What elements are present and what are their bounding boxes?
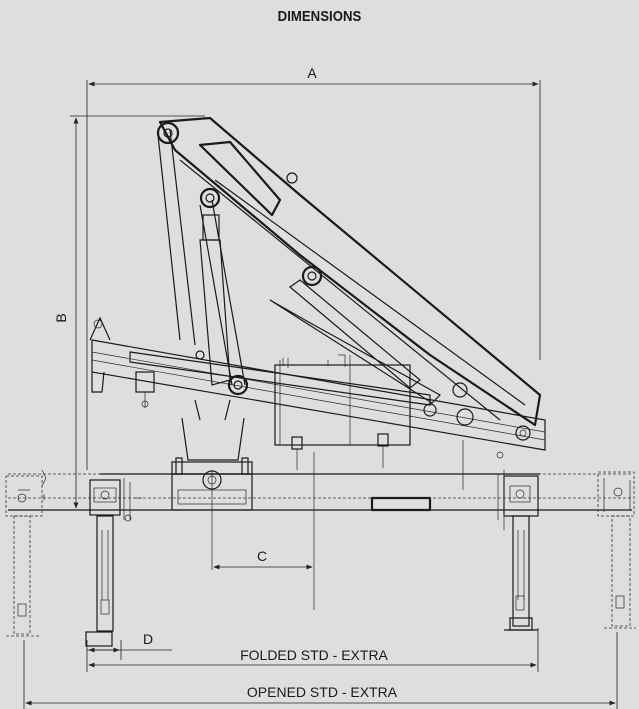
dimension-d: D xyxy=(87,631,172,660)
left-stabilizer xyxy=(85,478,142,647)
dimension-a: A xyxy=(86,65,541,470)
dimension-d-label: D xyxy=(143,631,153,647)
base-frame xyxy=(100,473,540,512)
dimension-b: B xyxy=(53,115,205,511)
dimension-folded: FOLDED STD - EXTRA xyxy=(86,628,539,672)
dimension-c-label: C xyxy=(257,548,267,564)
dimension-a-label: A xyxy=(307,65,317,81)
main-boom xyxy=(89,316,546,610)
dimension-opened: OPENED STD - EXTRA xyxy=(23,632,618,709)
dimension-folded-label: FOLDED STD - EXTRA xyxy=(240,647,388,663)
dimension-c: C xyxy=(213,548,313,570)
left-stabilizer-extended xyxy=(5,469,47,637)
dimension-b-label: B xyxy=(53,313,69,322)
page-title: DIMENSIONS xyxy=(277,8,362,25)
right-stabilizer-extended xyxy=(597,471,636,629)
right-stabilizer xyxy=(496,451,539,631)
secondary-boom xyxy=(156,116,542,427)
dimension-opened-label: OPENED STD - EXTRA xyxy=(247,684,398,700)
